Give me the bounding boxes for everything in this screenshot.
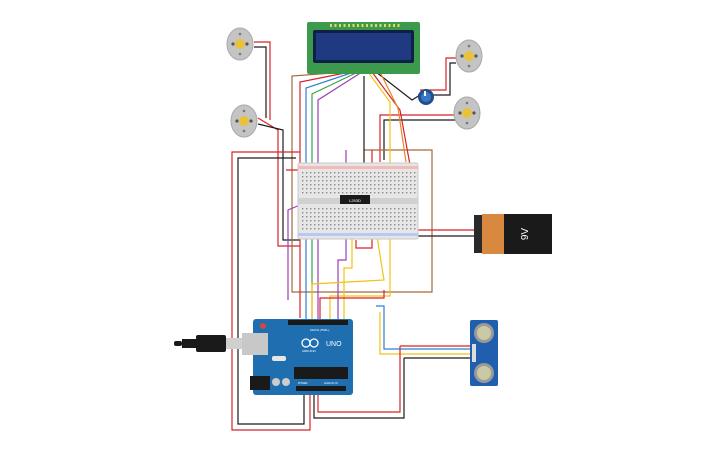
wire-us-black: [313, 357, 472, 419]
wire-motor3-black: [418, 62, 456, 96]
wire-lcd-3: [305, 71, 355, 320]
potentiometer: [418, 89, 434, 105]
motor-mid-left: [230, 104, 258, 138]
wire-bb-purple2: [287, 204, 301, 300]
wire-us-yellow: [379, 312, 472, 355]
wire-motor4-red: [379, 114, 456, 162]
usb-cable: [174, 335, 242, 352]
wire-arduino-red-top: [319, 290, 385, 322]
arduino-digital-label: DIGITAL (PWM~): [310, 329, 330, 332]
lcd-display: [307, 22, 420, 74]
wire-bb-yellow2: [311, 229, 385, 320]
motor-top-right: [455, 39, 483, 73]
wire-us-blue: [376, 305, 472, 350]
motor-top-left: [226, 27, 254, 61]
battery-voltage-label: 9V: [520, 228, 531, 241]
motor-driver-chip: L293D: [340, 195, 370, 204]
wire-motor4-black: [383, 119, 456, 160]
wire-lcd-6: [329, 71, 391, 322]
dc-motors: [226, 27, 483, 138]
lcd-pins: [330, 24, 400, 27]
arduino-power-label: POWER: [298, 382, 308, 385]
wire-motor3-red: [420, 57, 456, 91]
wire-motor1-black: [254, 46, 267, 118]
arduino-brand-label: ARDUINO: [302, 349, 317, 353]
wire-lcd-7: [371, 71, 411, 166]
wire-lcd-4: [311, 71, 359, 322]
wire-lcd-1: [291, 71, 433, 293]
arduino-analog-label: ANALOG IN: [324, 382, 338, 385]
arduino-uno: UNO ARDUINO DIGITAL (PWM~) POWER ANALOG …: [242, 319, 353, 395]
arduino-model-label: UNO: [326, 341, 342, 348]
wire-power-red-loop: [231, 151, 311, 431]
battery-9v: 9V: [474, 214, 552, 254]
wire-power-black-loop: [237, 157, 305, 425]
wire-motor2-red: [257, 117, 300, 247]
ultrasonic-sensor: [470, 320, 498, 386]
wire-motor2-black: [257, 123, 300, 241]
chip-label: L293D: [349, 198, 361, 203]
motor-mid-right: [453, 96, 481, 130]
wires: [231, 41, 474, 431]
wire-us-red: [317, 346, 401, 413]
wire-lcd-8: [375, 71, 421, 101]
wire-lcd-9: [379, 71, 407, 163]
wire-lcd-5: [317, 71, 363, 322]
wire-motor1-red: [254, 41, 271, 120]
breadboard-holes: [302, 172, 416, 230]
